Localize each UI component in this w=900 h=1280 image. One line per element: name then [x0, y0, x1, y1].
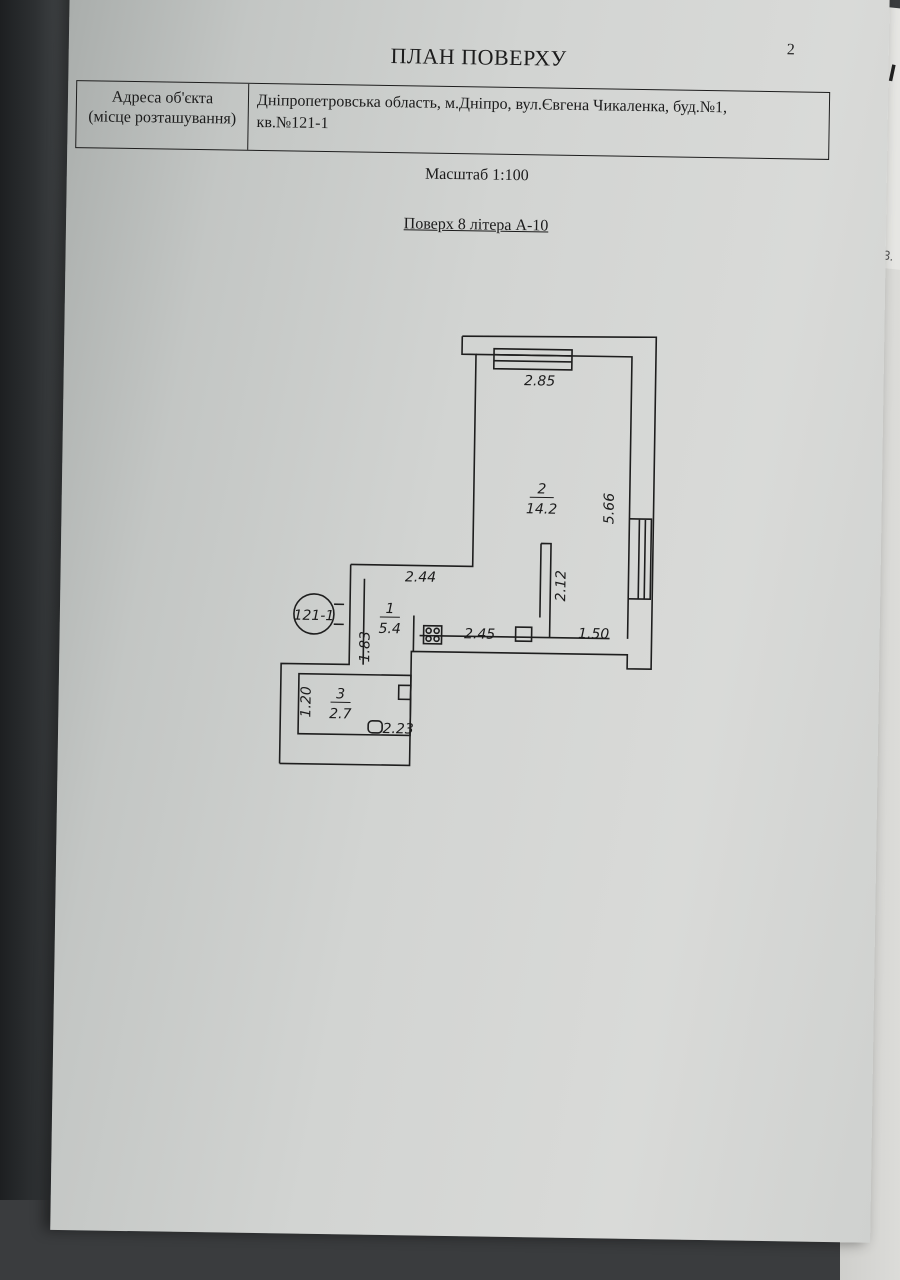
tag-leader — [334, 604, 344, 624]
dimension-label: 1.50 — [578, 626, 610, 642]
burner — [434, 636, 439, 641]
room-2-number: 2 — [537, 481, 546, 497]
dimension-label: 2.85 — [524, 373, 556, 389]
dimension-label: 1.83 — [357, 631, 373, 662]
dimension-label: 2.23 — [382, 721, 413, 737]
kitchen-sink — [516, 627, 532, 641]
burner — [434, 628, 439, 633]
bath-sink — [399, 685, 411, 699]
dimension-label: 2.45 — [464, 626, 496, 642]
partition-wall — [540, 543, 551, 637]
room-3-number: 3 — [336, 686, 345, 702]
floor-plan-drawing: 121-1 2 14.2 1 5.4 3 2.7 2.85 5.66 2.12 … — [54, 0, 890, 983]
stove — [423, 626, 441, 644]
apartment-tag: 121-1 — [293, 608, 334, 625]
burner — [426, 636, 431, 641]
room-2-area: 14.2 — [526, 501, 558, 517]
floor-plan-page: ПЛАН ПОВЕРХУ 2 Адреса об'єкта (місце роз… — [50, 0, 890, 1243]
room-1-number: 1 — [385, 601, 394, 617]
dimension-label: 2.12 — [553, 570, 569, 602]
outer-wall-left — [351, 335, 477, 567]
side-window — [628, 519, 651, 599]
room-1-area: 5.4 — [378, 621, 401, 637]
dimension-label: 5.66 — [601, 493, 617, 525]
room-3-area: 2.7 — [329, 706, 352, 722]
bath-toilet — [368, 721, 382, 733]
burner — [426, 628, 431, 633]
window-lines — [494, 355, 572, 362]
dimension-label: 1.20 — [298, 686, 314, 718]
balcony-window — [494, 349, 572, 370]
outer-wall — [280, 331, 657, 769]
dimension-label: 2.44 — [405, 569, 436, 585]
